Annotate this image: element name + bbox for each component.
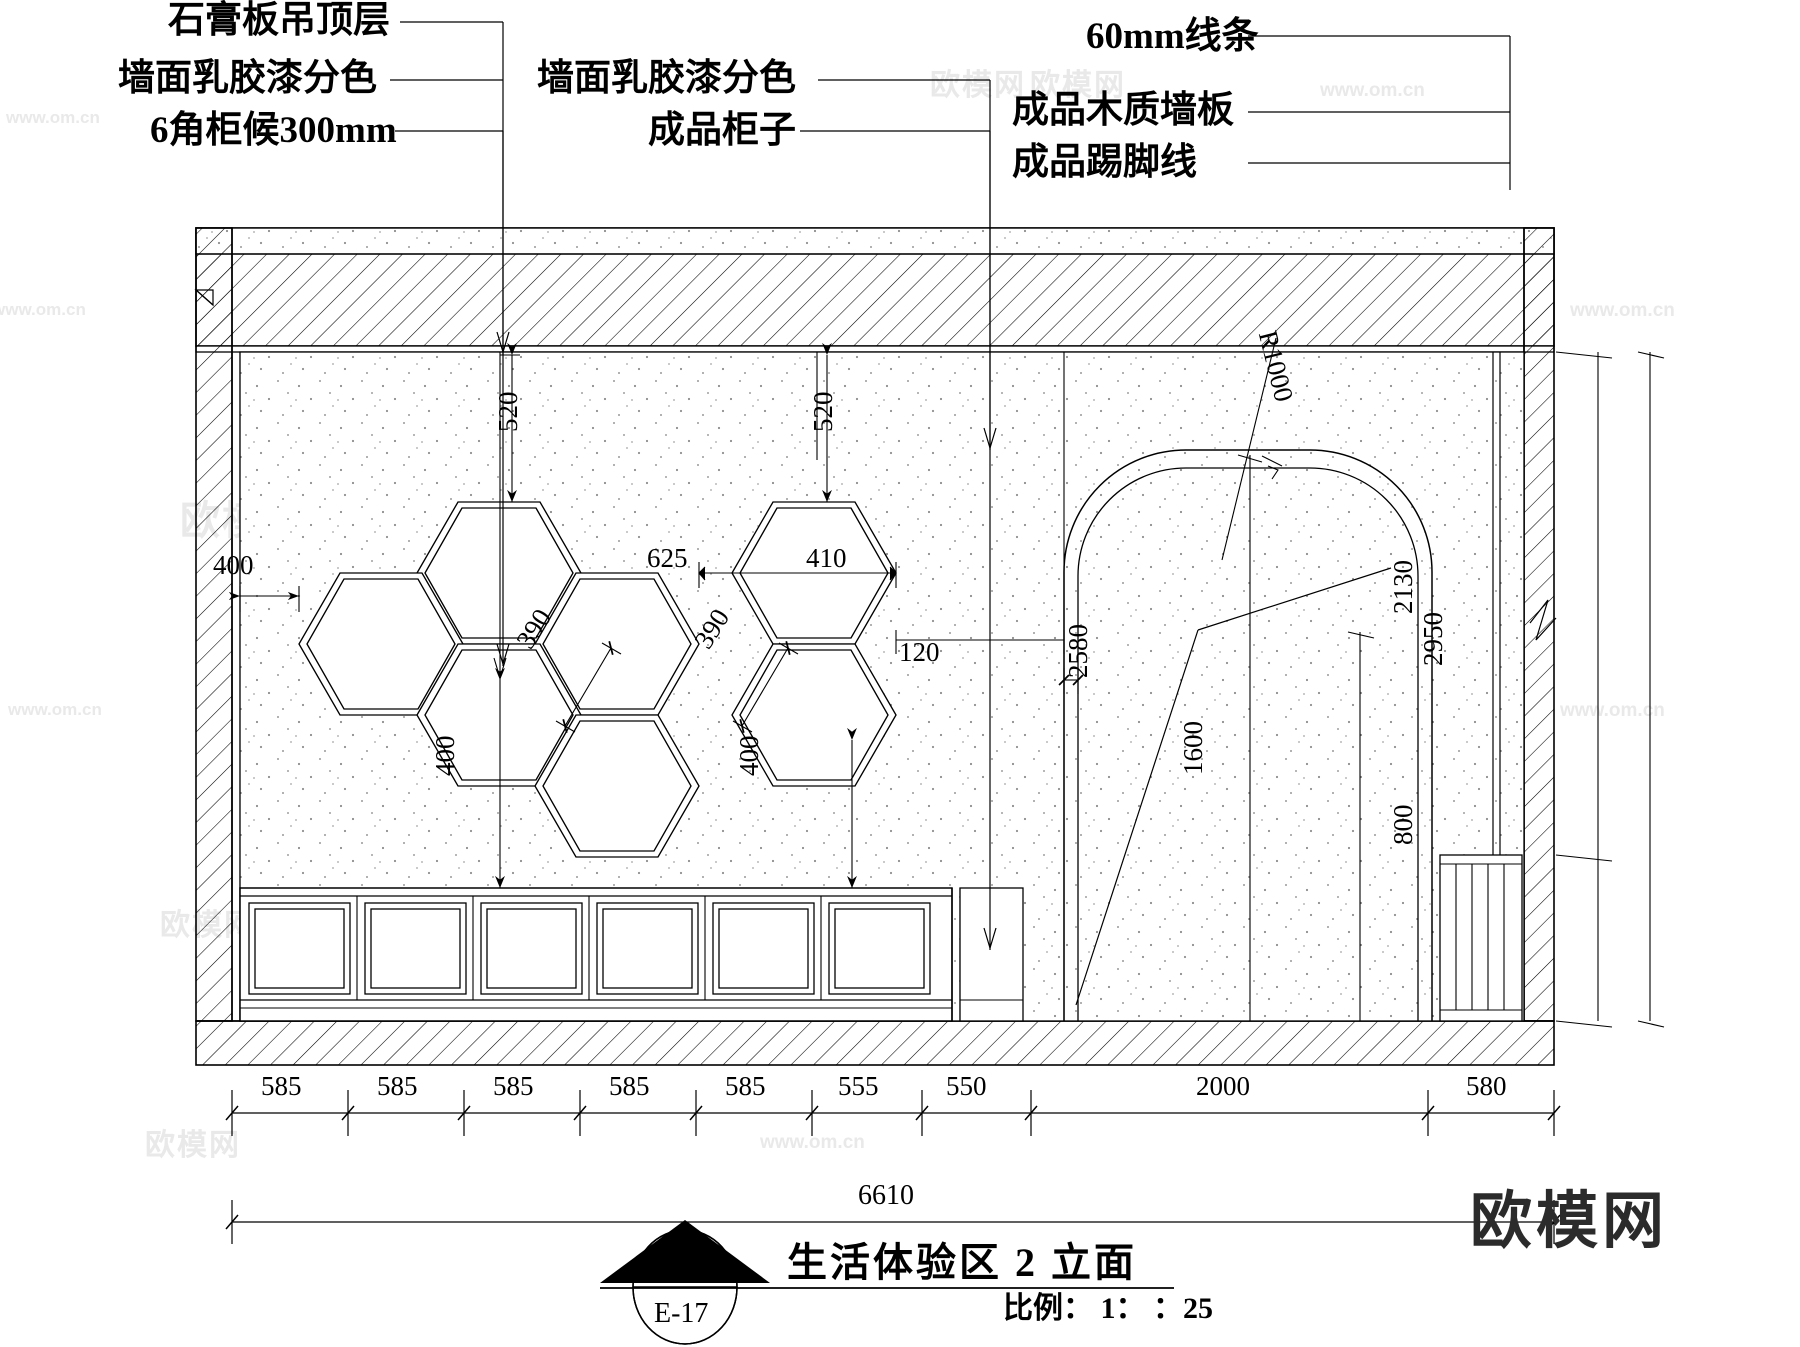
- annotation-ceiling-gypsum: 石膏板吊顶层: [168, 0, 390, 41]
- annotation-hex-cabinet: 6角柜候300mm: [150, 110, 397, 151]
- dim-bottom-5: 585: [725, 1071, 766, 1101]
- dim-right-upper: 2130: [1388, 560, 1418, 614]
- dim-cluster-to-arch: 410: [806, 543, 847, 573]
- dim-overall-width: 6610: [858, 1180, 914, 1211]
- annotation-wall-paint-left: 墙面乳胶漆分色: [118, 58, 377, 99]
- dim-bottom-9: 580: [1466, 1071, 1507, 1101]
- drawing-scale: 比例： 1： ：25: [1003, 1292, 1213, 1325]
- annotation-wall-paint-middle: 墙面乳胶漆分色: [537, 58, 796, 99]
- watermark-logo-large: 欧模网: [1470, 1187, 1669, 1256]
- dim-bottom-2: 585: [377, 1071, 418, 1101]
- section-marker-number: 2: [676, 1252, 690, 1283]
- annotation-60mm-trim: 60mm线条: [1086, 16, 1259, 57]
- dim-gap-between-clusters: 625: [647, 543, 688, 573]
- dim-hex-offset-from-wall: 400: [213, 550, 254, 580]
- dim-right-lower: 800: [1388, 804, 1418, 846]
- dim-arch-jamb-thickness: 120: [899, 637, 940, 667]
- annotation-finished-cabinet: 成品柜子: [648, 110, 796, 151]
- dim-hex-left-bottom-drop: 400: [430, 735, 460, 777]
- dim-arch-opening-height: 2580: [1063, 624, 1093, 678]
- dim-hex-right-top-drop: 520: [808, 391, 838, 433]
- annotation-skirting: 成品踢脚线: [1012, 142, 1197, 183]
- dim-right-total: 2950: [1418, 612, 1448, 666]
- dim-bottom-1: 585: [261, 1071, 302, 1101]
- dim-bottom-8: 2000: [1196, 1071, 1250, 1101]
- dim-panel-height: 1600: [1178, 721, 1208, 775]
- dim-hex-left-top-drop: 520: [493, 391, 523, 433]
- section-marker-sheet: E-17: [654, 1298, 709, 1329]
- annotation-wood-wall-panel: 成品木质墙板: [1012, 90, 1234, 131]
- drawing-title: 生活体验区 2 立面: [787, 1240, 1137, 1285]
- dim-bottom-7: 550: [946, 1071, 987, 1101]
- dim-hex-right-bottom-drop: 400: [734, 735, 764, 777]
- dim-bottom-3: 585: [493, 1071, 534, 1101]
- dim-bottom-4: 585: [609, 1071, 650, 1101]
- dim-bottom-6: 555: [838, 1071, 879, 1101]
